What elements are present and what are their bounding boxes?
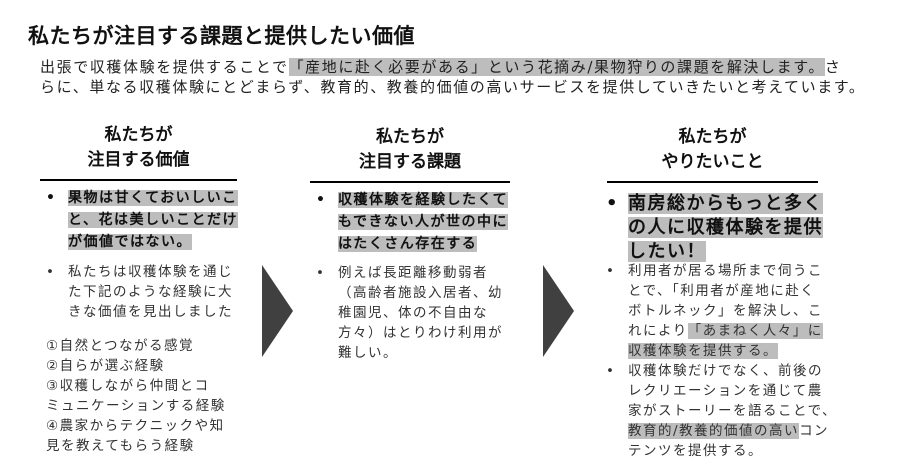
text-line: もできない人が世の中に [338,211,508,233]
text-segment: 出張で収穫体験を提供することで [40,58,289,76]
text-line: 出張で収穫体験を提供することで「産地に赴く必要がある」という花摘み/果物狩りの課… [40,57,866,77]
bullet-item: • 果物は甘くておいしいこと、花は美しいことだけが価値ではない。 [46,187,238,253]
highlighted-text: はたくさん存在する [338,236,478,252]
text-segment: 方々）はとりわけ利用が [338,325,503,341]
text-line: が価値ではない。 [68,231,238,253]
text-line: の人に収穫体験を提供 [628,216,823,240]
text-segment: 収穫体験だけでなく、前後の [628,363,823,379]
text-segment: 家がストーリーを語ることで、 [628,403,838,419]
text-line: レクリエーションを通じて農 [628,381,837,401]
text-line: 例えば長距離移動弱者 [338,263,503,283]
bullet-item: • 例えば長距離移動弱者 （高齢者施設入居者、幼稚園児、体の不自由な方々）はとりわけ… [316,263,503,363]
arrow-right-icon [262,265,293,357]
text-line: 利用者が居る場所まで伺うこ [628,261,823,281]
bullet-item: • 利用者が居る場所まで伺うことで、「利用者が産地に赴くボトルネック」を解決し、こ… [606,261,823,361]
text-line: れにより「あまねく人々」に [628,321,823,341]
text-line: テンツを提供する。 [628,441,837,461]
text-line: はたくさん存在する [338,233,508,255]
highlighted-text: 収穫体験を経験したくて [338,192,509,208]
bullet-icon: • [316,265,326,281]
bullet-icon: • [316,192,327,208]
highlighted-text: が価値ではない。 [68,234,192,250]
slide-title: 私たちが注目する課題と提供したい価値 [28,24,415,48]
highlighted-text: 教育的/教養的価値の高い [628,423,800,439]
heading-line: 私たちが [376,127,444,147]
text-segment: きな価値を見出しました [68,304,233,320]
list-item: ④農家からテクニックや知 [46,418,225,434]
bullet-icon: • [606,363,616,379]
list-item: ③収穫しながら仲間とコ [46,378,210,394]
list-item: ミュニケーションする経験 [46,398,226,414]
text-line: ボトルネック」を解決し、こ [628,301,823,321]
text-segment: 難しい。 [338,345,398,361]
text-segment: コン [799,423,830,439]
column-heading-issue: 私たちが 注目する課題 [310,125,510,175]
text-line: た下記のような経験に大 [68,282,233,302]
text-segment: とで、「利用者が産地に赴く [628,283,816,299]
text-line: 私たちは収穫体験を通じ [68,262,233,282]
text-line: 方々）はとりわけ利用が [338,323,503,343]
list-item: 見を教えてもらう経験 [46,438,195,454]
list-item: ①自然とつながる感覚 [46,338,195,354]
text-line: 南房総からもっと多く [628,192,823,216]
heading-line: 注目する課題 [359,152,461,172]
highlighted-text: もできない人が世の中に [338,214,508,230]
heading-line: 注目する価値 [87,150,190,170]
highlighted-text: 収穫体験を提供する。 [628,343,778,359]
highlighted-text: したい！ [628,241,706,262]
column-heading-goal: 私たちが やりたいこと [607,125,818,175]
text-segment: テンツを提供する。 [628,443,763,459]
heading-rule [607,181,818,183]
text-segment: 利用者が居る場所まで伺うこ [628,263,823,279]
list-item: ②自らが選ぶ経験 [46,358,165,374]
text-segment: （高齢者施設入居者、幼 [338,285,503,301]
heading-line: 私たちが [678,127,747,147]
text-line: 稚園児、体の不自由な [338,303,503,323]
text-line: 収穫体験を経験したくて [338,189,509,211]
highlighted-text: 「あまねく人々」に [687,323,823,339]
bullet-icon: • [46,190,57,206]
text-segment: ボトルネック」を解決し、こ [628,303,823,319]
text-line: 教育的/教養的価値の高いコン [628,421,837,441]
bullet-item: • 収穫体験を経験したくてもできない人が世の中にはたくさん存在する [316,189,509,255]
bullet-item: • 収穫体験だけでなく、前後のレクリエーションを通じて農家がストーリーを語ることで… [606,361,837,461]
text-segment: 例えば長距離移動弱者 [338,265,488,281]
highlighted-text: 果物は甘くておいしいこ [68,190,238,206]
text-line: らに、単なる収穫体験にとどまらず、教育的、教養的価値の高いサービスを提供していき… [40,77,866,97]
highlighted-text: と、花は美しいことだけ [68,212,238,228]
column-heading-value: 私たちが 注目する価値 [40,123,237,173]
arrow-right-icon [543,265,574,357]
text-segment: レクリエーションを通じて農 [628,383,823,399]
text-segment: た下記のような経験に大 [68,284,233,300]
text-segment: らに、単なる収穫体験にとどまらず、教育的、教養的価値の高いサービスを提供していき… [40,78,866,96]
heading-rule [310,181,510,183]
text-line: 家がストーリーを語ることで、 [628,401,837,421]
heading-rule [40,179,237,181]
text-segment: 稚園児、体の不自由な [338,305,488,321]
highlighted-text: 「産地に赴く必要がある」という花摘み/果物狩りの課題を解決します。 [288,58,825,76]
text-line: きな価値を見出しました [68,302,233,322]
text-line: したい！ [628,240,823,264]
text-segment: れにより [628,323,688,339]
heading-line: 私たちが [104,125,173,145]
bullet-item: • 南房総からもっと多くの人に収穫体験を提供したい！ [606,192,823,264]
bullet-icon: • [606,193,620,214]
bullet-icon: • [46,264,56,280]
text-line: 難しい。 [338,343,503,363]
bullet-item: • 私たちは収穫体験を通じた下記のような経験に大きな価値を見出しました [46,262,233,322]
highlighted-text: の人に収穫体験を提供 [628,217,823,238]
highlighted-text: 南房総からもっと多く [628,193,823,214]
intro-paragraph: 出張で収穫体験を提供することで「産地に赴く必要がある」という花摘み/果物狩りの課… [40,57,866,97]
text-segment: 私たちは収穫体験を通じ [68,264,233,280]
text-segment: さ [824,58,842,76]
heading-line: やりたいこと [661,152,764,172]
bullet-icon: • [606,263,616,279]
text-line: 収穫体験を提供する。 [628,341,823,361]
value-list: ①自然とつながる感覚 ②自らが選ぶ経験 ③収穫しながら仲間とコミュニケーションする経… [46,336,226,456]
text-line: （高齢者施設入居者、幼 [338,283,503,303]
text-line: 果物は甘くておいしいこ [68,187,238,209]
text-line: とで、「利用者が産地に赴く [628,281,823,301]
text-line: と、花は美しいことだけ [68,209,238,231]
text-line: 収穫体験だけでなく、前後の [628,361,837,381]
